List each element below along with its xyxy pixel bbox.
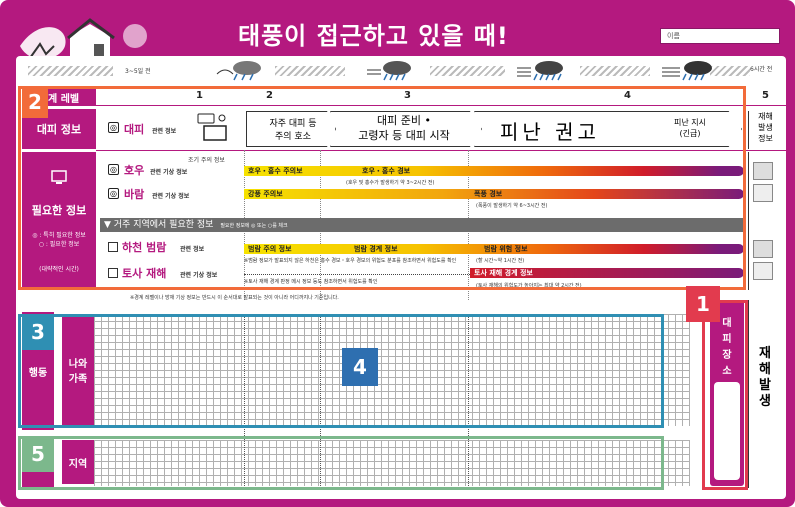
needed-info-panel: 필요한 정보 ◎ : 특히 필요한 정보 ○ : 필요한 정보 (대략적인 시간… — [22, 152, 96, 290]
landslide-note2: (토사 재해의 위험도가 높아지는 최대 약 2시간 전) — [476, 283, 582, 289]
wind-bar: 강풍 주의보 폭풍 경보 — [244, 189, 744, 199]
monitor-icon — [51, 169, 67, 184]
area-plan-grid[interactable] — [94, 440, 690, 486]
evac-l3-text: 대피 준비 • 고령자 등 대피 시작 — [358, 114, 450, 142]
needed-info-label: 필요한 정보 — [31, 203, 87, 217]
wind-photo-icon — [753, 184, 773, 202]
cloud-heavy-rain-icon — [517, 61, 563, 81]
wind-b2: 폭풍 경보 — [474, 190, 503, 198]
evac-place-input[interactable] — [714, 382, 740, 480]
footnote: ※경계 레벨이나 방재 기상 정보는 반드시 이 순서대로 발표되는 것이 아니… — [130, 295, 339, 301]
river-b1: 범람 주의 정보 — [248, 245, 292, 253]
tv-radio-icon — [197, 113, 227, 141]
evac-l4b-text: 피난 지시 (긴급) — [674, 118, 706, 138]
early-warning-label: 조기 주의 정보 — [188, 157, 225, 164]
rain-b2: 호우・홍수 경보 — [362, 167, 411, 175]
level-3: 3 — [404, 90, 411, 101]
marker-2: 2 — [22, 86, 48, 118]
grid-guide-2 — [320, 314, 321, 486]
section-head-small: 필요한 정보에 ◎ 또는 ○를 체크 — [220, 223, 288, 229]
rain-note: (호우 및 홍수가 발생하기 약 3~2시간 전) — [346, 180, 435, 186]
name-field[interactable]: 이름 — [660, 28, 780, 44]
rain-b1: 호우・홍수 주의보 — [248, 167, 303, 175]
cloud-rain-icon — [216, 61, 261, 81]
wind-ring-icon: ◎ — [108, 188, 119, 199]
wind-sub: 관련 기상 정보 — [152, 193, 190, 200]
annotation-frame-1 — [702, 300, 748, 490]
wind-b1: 강풍 주의보 — [248, 190, 283, 198]
landslide-sub: 관련 기상 정보 — [180, 272, 218, 279]
area-label: 지역 — [62, 440, 94, 484]
flood-photo-icon — [753, 240, 773, 258]
evac-icon-label: 대피 — [124, 123, 145, 136]
landslide-checkbox[interactable] — [108, 268, 118, 278]
evac-l2-text: 자주 대피 등 주의 호소 — [269, 119, 317, 142]
evac-l4-text: 피난 권고 — [500, 120, 600, 144]
river-b2: 범람 경계 정보 — [354, 245, 398, 253]
river-name: 하천 범람 — [122, 241, 167, 254]
disaster-occur-column — [748, 300, 782, 488]
page-title: 태풍이 접근하고 있을 때! — [238, 22, 509, 50]
section-head: ▼ 거주 지역에서 필요한 정보 필요한 정보에 ◎ 또는 ○를 체크 — [100, 218, 744, 232]
river-checkbox[interactable] — [108, 242, 118, 252]
level-1: 1 — [196, 90, 203, 101]
marker-3: 3 — [22, 314, 54, 350]
evac-place-label: 대피장소 — [722, 318, 732, 377]
wind-name: 바람 — [124, 188, 145, 201]
family-plan-grid[interactable] — [94, 314, 690, 426]
rain-sub: 관련 기상 정보 — [150, 169, 188, 176]
river-note1: ※범람 정보가 발표되지 않은 하천은 홍수 경보・호우 경보의 위험도 분포를… — [244, 258, 457, 264]
marker-1: 1 — [686, 286, 720, 322]
marker-4: 4 — [342, 348, 378, 386]
timeline-end-label: 6시간 전 — [750, 66, 773, 73]
cloud-rain-icon-2 — [367, 61, 411, 81]
level-2: 2 — [266, 90, 273, 101]
section-head-text: ▼ 거주 지역에서 필요한 정보 — [104, 220, 214, 230]
timeline-strip: 3~5일 전 6시간 전 — [20, 60, 780, 82]
evac-ring-icon: ◎ — [108, 122, 119, 133]
timeline-start-label: 3~5일 전 — [125, 68, 151, 75]
grid-guide-3 — [468, 314, 469, 486]
legend-1: ◎ : 특히 필요한 정보 — [32, 231, 86, 239]
rain-name: 호우 — [124, 164, 145, 177]
evac-l5-text: 재해 발생 정보 — [748, 111, 782, 149]
disaster-occur-label: 재해 발생 — [759, 346, 771, 409]
me-family-label: 나와 가족 — [62, 314, 94, 426]
legend-2: ○ : 필요한 정보 — [38, 240, 80, 248]
river-bar: 범람 주의 정보 범람 경계 정보 범람 위험 정보 — [244, 244, 744, 254]
landslide-name: 토사 재해 — [122, 267, 167, 280]
river-note2: (할 시간~약 1시간 전) — [476, 258, 525, 264]
annotation-frame-3 — [18, 314, 664, 428]
rain-photo-icon — [753, 162, 773, 180]
landslide-note1: ※토사 재해 경계 판정 메시 정보 등도 참조하면서 위험도를 확인 — [244, 279, 378, 285]
level-5: 5 — [762, 90, 769, 101]
typhoon-illustration-icon — [20, 18, 147, 60]
legend-3: (대략적인 시간) — [39, 265, 79, 273]
river-sub: 관련 정보 — [180, 246, 205, 253]
rain-bar: 호우・홍수 주의보 호우・홍수 경보 — [244, 166, 744, 176]
evac-icon-sub: 관련 정보 — [152, 128, 177, 135]
landslide-photo-icon — [753, 262, 773, 280]
river-b3: 범람 위험 정보 — [484, 245, 528, 253]
cloud-storm-icon — [662, 61, 712, 81]
grid-guide-1 — [244, 314, 245, 486]
landslide-b1: 토사 재해 경계 정보 — [474, 269, 533, 277]
annotation-frame-5 — [18, 436, 664, 490]
wind-note: (폭풍이 발생하기 약 6~3시간 전) — [476, 203, 548, 209]
marker-5: 5 — [22, 436, 54, 472]
level-4: 4 — [624, 90, 631, 101]
annotation-frame-2 — [18, 86, 746, 290]
disaster-info-column — [748, 152, 782, 290]
rain-ring-icon: ◎ — [108, 164, 119, 175]
landslide-bar: 토사 재해 경계 정보 — [470, 268, 744, 278]
